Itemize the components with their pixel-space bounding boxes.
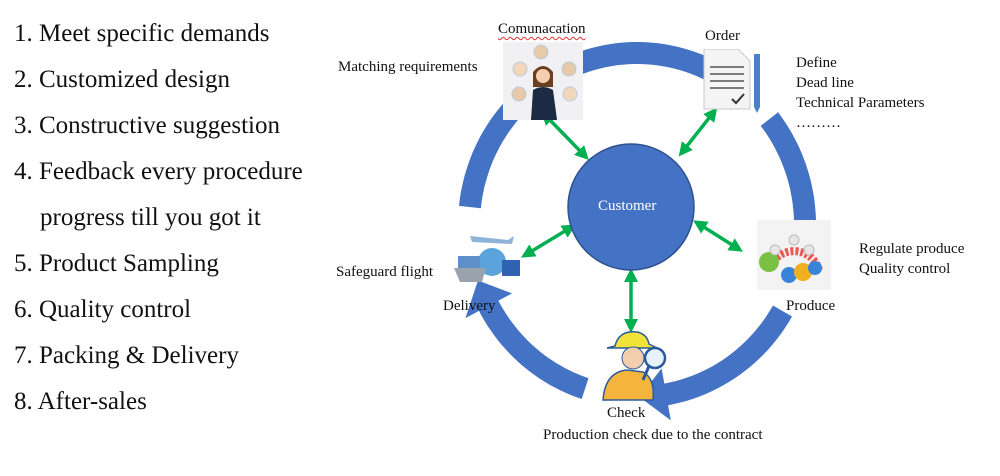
connector-produce	[693, 220, 743, 252]
stage-title-communication: Comunacation	[498, 21, 586, 37]
stage-title-delivery: Delivery	[443, 298, 496, 314]
center-label: Customer	[598, 198, 657, 214]
stage-note-check: Production check due to the contract	[543, 427, 763, 443]
stage-note-produce: Regulate produce Quality control	[859, 241, 965, 277]
stage-title-produce: Produce	[786, 298, 836, 314]
customer-connectors	[521, 107, 743, 333]
connector-communication	[541, 110, 589, 161]
list-item: 6. Quality control	[14, 296, 192, 323]
list-item: 8. After-sales	[14, 388, 147, 415]
gears-workers-icon	[757, 220, 831, 290]
list-item: 3. Constructive suggestion	[14, 112, 280, 139]
customer-circle	[567, 143, 695, 271]
detective-magnifier-icon	[597, 326, 672, 402]
list-item: 5. Product Sampling	[14, 250, 219, 277]
list-item: 4. Feedback every procedure	[14, 158, 303, 185]
arrow-communication-to-order	[569, 42, 739, 97]
connector-delivery	[521, 224, 576, 258]
connector-order	[678, 107, 718, 157]
ship-plane-globe-icon	[452, 222, 524, 292]
arrow-check-to-delivery	[465, 280, 589, 399]
customer-service-team-icon	[503, 42, 583, 120]
stage-title-check: Check	[607, 405, 646, 421]
stage-note-order: Define Dead line Technical Parameters ………	[796, 55, 925, 131]
list-item-continuation: progress till you got it	[40, 204, 261, 231]
order-document-pen-icon	[702, 48, 768, 115]
list-item: 2. Customized design	[14, 66, 230, 93]
stage-title-order: Order	[705, 28, 740, 44]
stage-note-communication: Matching requirements	[338, 59, 478, 75]
arrow-produce-to-check	[639, 305, 792, 421]
list-item: 7. Packing & Delivery	[14, 342, 239, 369]
stage-note-delivery: Safeguard flight	[336, 264, 434, 280]
list-item: 1. Meet specific demands	[14, 20, 270, 47]
